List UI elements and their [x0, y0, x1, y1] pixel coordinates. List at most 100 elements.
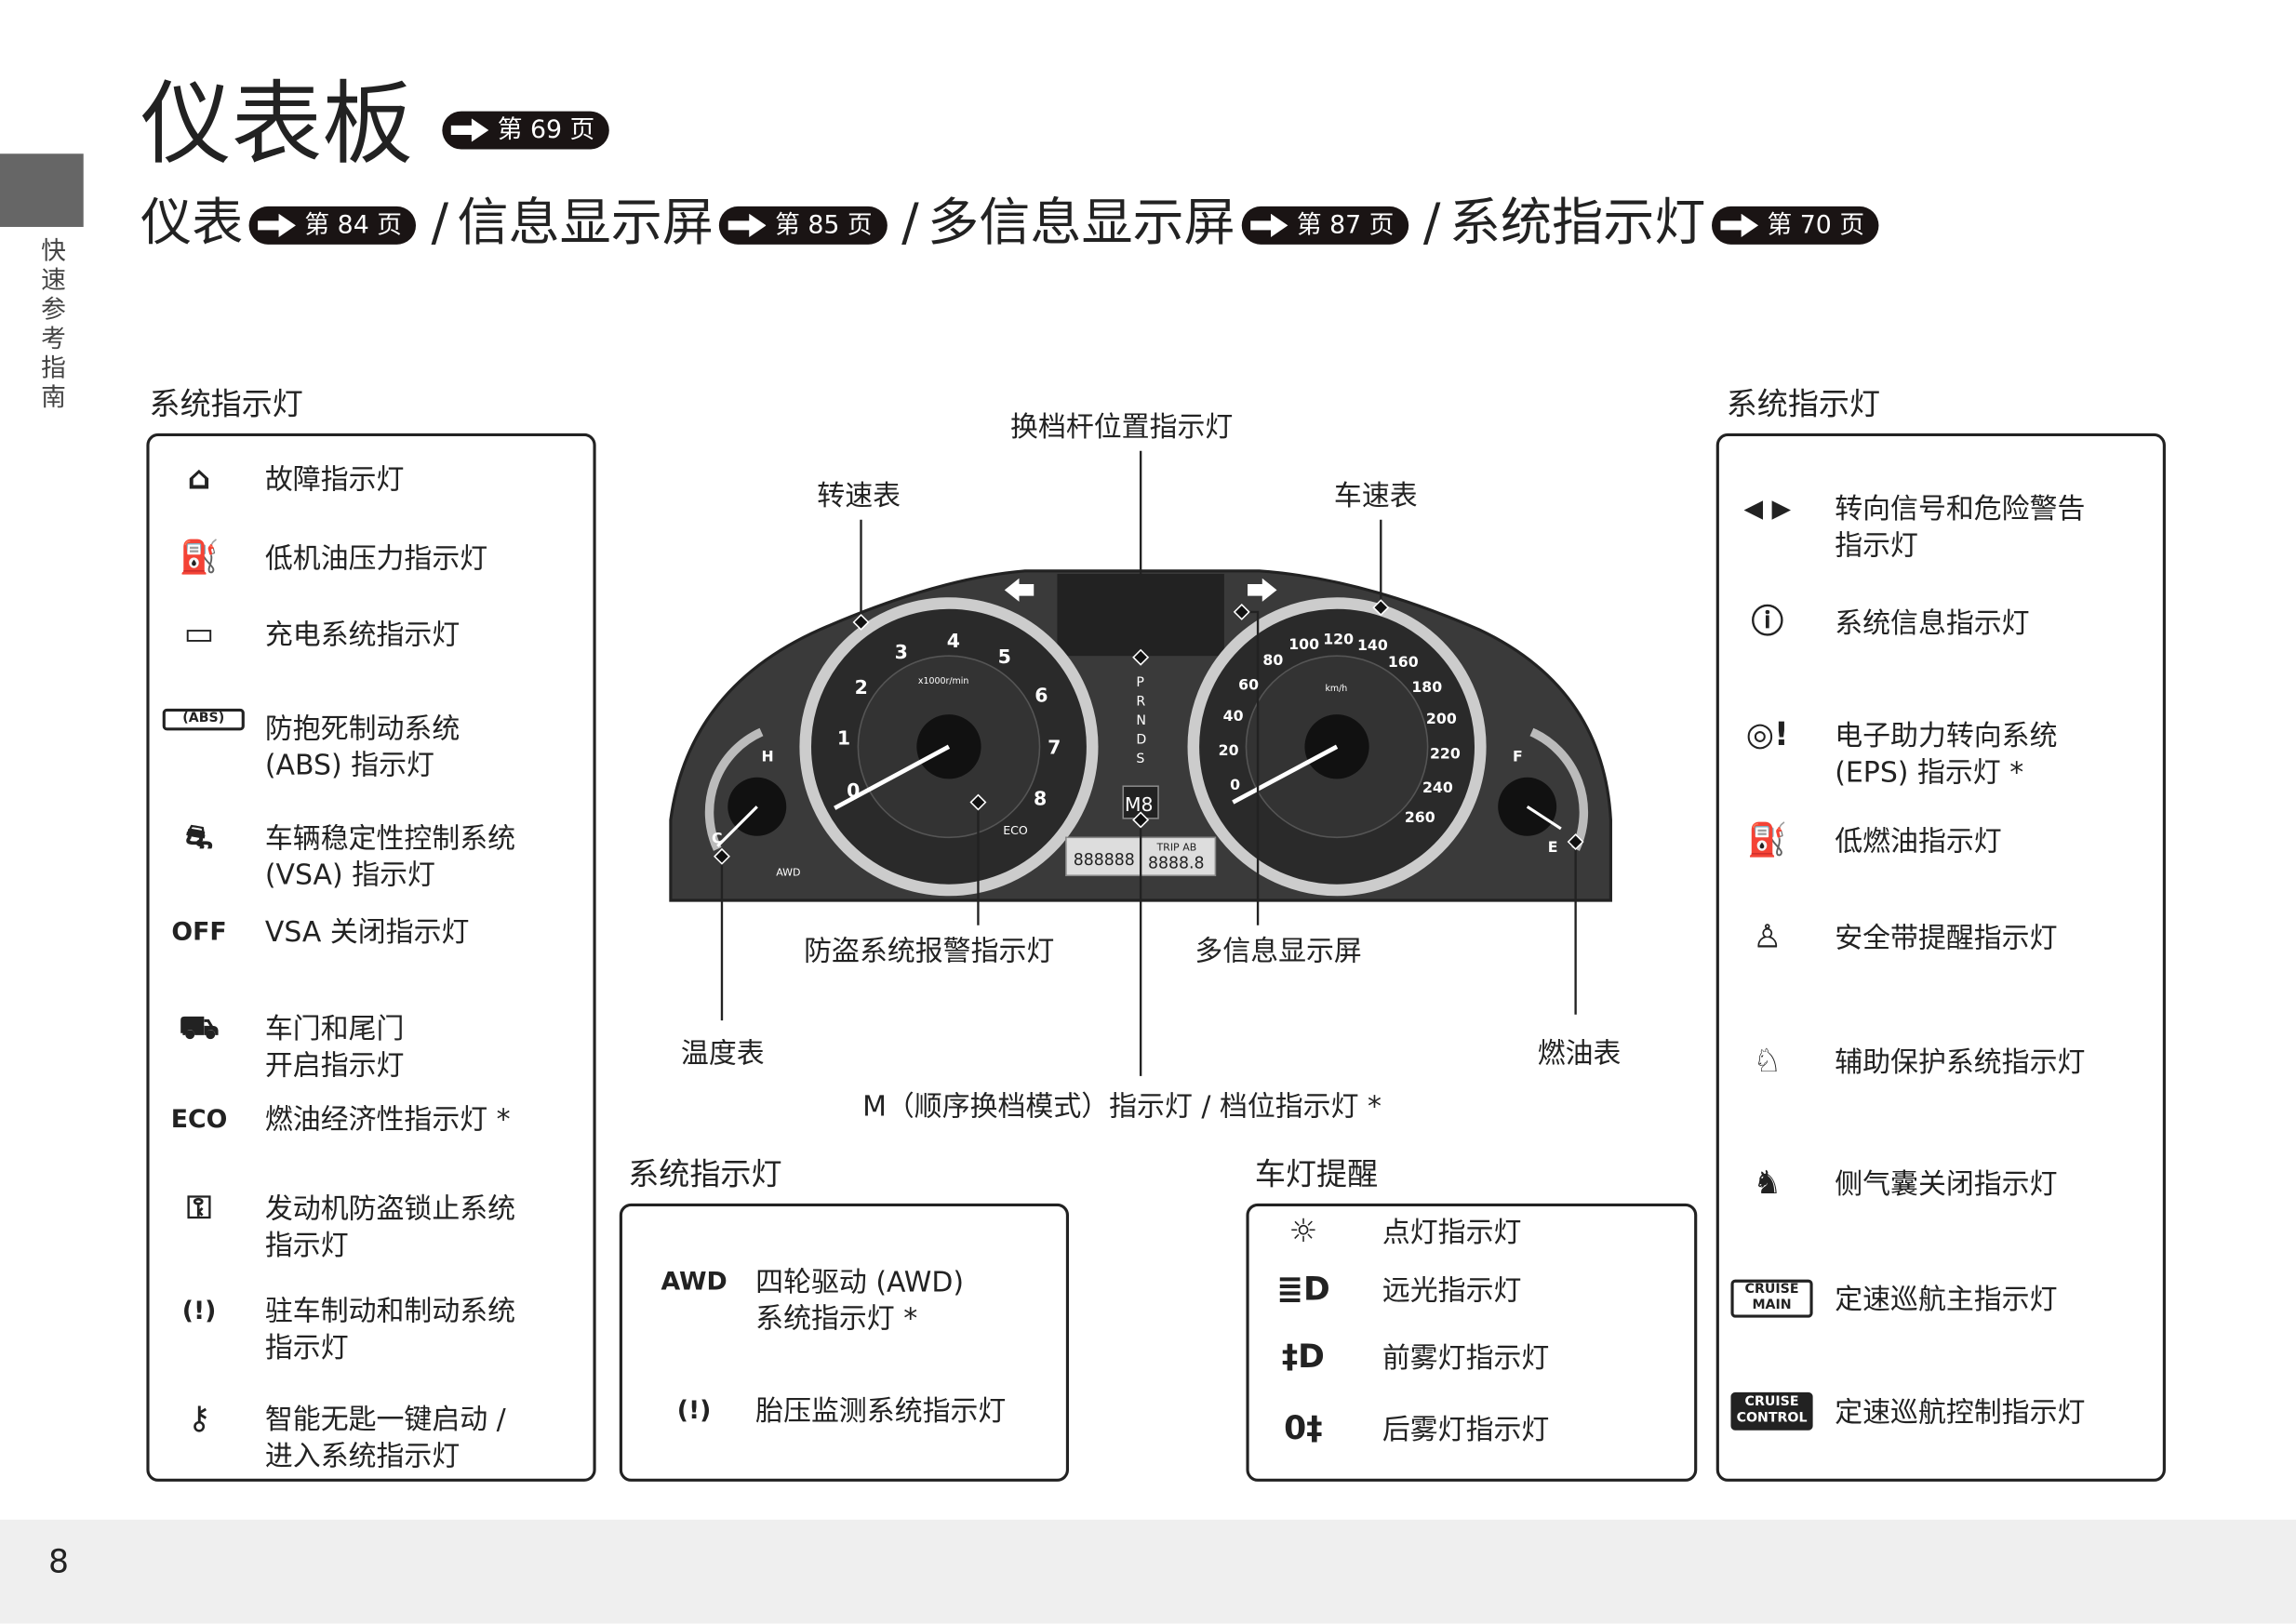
description-line: 低机油压力指示灯 [264, 542, 488, 576]
description-line: 燃油经济性指示灯 * [264, 1103, 511, 1137]
description-line: 系统信息指示灯 [1835, 607, 2030, 640]
srs-airbag-icon: ♘ [1753, 1044, 1782, 1081]
page-ref-link[interactable]: 第 84 页 [248, 206, 417, 245]
description-line: 四轮驱动 (AWD) [755, 1266, 965, 1299]
gear-display-value: M8 [1125, 793, 1154, 816]
description-line: 指示灯 [1835, 529, 1918, 563]
speed-number: 160 [1388, 653, 1419, 671]
battery-icon: ▭ [183, 616, 215, 654]
gauge-mark: C [712, 830, 723, 847]
side-airbag-off-icon: ♞ [1753, 1165, 1782, 1203]
info-icon: ⓘ [1751, 605, 1784, 642]
speed-number: 140 [1357, 636, 1388, 654]
subtitle-item: 仪表 [140, 194, 244, 254]
description-line: 发动机防盗锁止系统 [264, 1192, 516, 1226]
speedometer-dial [1187, 597, 1487, 897]
cruise-main-icon: CRUISE MAIN [1730, 1279, 1813, 1318]
awd-panel-heading: 系统指示灯 [628, 1156, 782, 1192]
eco-label: ECO [1003, 823, 1028, 837]
gear-letter: N [1136, 713, 1146, 728]
turn-right-arrow-icon [1248, 578, 1277, 602]
gauge-mark: F [1513, 747, 1523, 765]
high-beam-icon: ≣D [1275, 1271, 1330, 1310]
separator: / [1422, 194, 1441, 254]
indicator-description: VSA 关闭指示灯 [265, 915, 469, 952]
tach-number: 3 [895, 641, 908, 663]
page-ref-link[interactable]: 第 85 页 [719, 206, 888, 245]
lights-panel-heading: 车灯提醒 [1254, 1156, 1379, 1192]
rear-fog-icon: 0‡ [1284, 1411, 1323, 1448]
speed-number: 260 [1405, 808, 1435, 826]
description-line: (EPS) 指示灯 * [1835, 756, 2024, 790]
seatbelt-icon: ♙ [1753, 919, 1782, 956]
description-line: 指示灯 [264, 1230, 349, 1262]
trip-value: 8888.8 [1148, 854, 1205, 872]
description-line: 定速巡航控制指示灯 [1835, 1396, 2086, 1430]
left-panel-heading: 系统指示灯 [149, 386, 303, 422]
trip-label: TRIP AB [1155, 841, 1196, 853]
indicator-description: 安全带提醒指示灯 [1835, 921, 2057, 957]
callout-multi-info-display: 多信息显示屏 [1195, 935, 1362, 968]
subtitle-line: 仪表第 84 页/信息显示屏第 85 页/多信息显示屏第 87 页/系统指示灯第… [140, 191, 1885, 258]
turn-left-arrow-icon [1004, 578, 1035, 602]
page-ref-link[interactable]: 第 87 页 [1241, 206, 1409, 245]
page-ref-label: 第 85 页 [775, 210, 873, 241]
page-ref-label: 第 84 页 [304, 210, 403, 241]
indicator-description: 后雾灯指示灯 [1382, 1413, 1549, 1449]
page-ref-label: 第 70 页 [1767, 210, 1865, 241]
speed-number: 240 [1422, 779, 1453, 796]
door-open-icon: ⛟ [179, 1010, 220, 1047]
indicator-description: 定速巡航主指示灯 [1835, 1283, 2057, 1319]
callout-speedometer: 车速表 [1333, 480, 1418, 512]
callout-marker [1132, 648, 1150, 666]
page-ref-link[interactable]: 第 69 页 [441, 111, 610, 150]
vsa-icon: ⛐ [185, 819, 214, 857]
speed-number: 220 [1430, 744, 1461, 762]
tach-number: 6 [1035, 685, 1048, 707]
immobilizer-key-icon: ⚿ [186, 1190, 212, 1228]
gauge-mark: E [1548, 838, 1558, 856]
odometer-value: 888888 [1074, 851, 1135, 870]
speed-number: 120 [1323, 631, 1354, 648]
tach-number: 5 [998, 646, 1011, 668]
tach-number: 8 [1034, 788, 1047, 810]
indicator-description: 定速巡航控制指示灯 [1835, 1395, 2085, 1431]
indicator-description: 故障指示灯 [265, 462, 405, 499]
gear-letter: R [1136, 695, 1145, 710]
callout-marker [1372, 599, 1390, 617]
gear-letter: D [1136, 733, 1146, 748]
description-line: 进入系统指示灯 [264, 1440, 461, 1473]
indicator-description: 防抱死制动系统(ABS) 指示灯 [265, 712, 460, 785]
callout-marker [1132, 811, 1150, 829]
description-line: 故障指示灯 [264, 463, 405, 497]
speed-number: 80 [1262, 651, 1283, 669]
indicator-description: 胎压监测系统指示灯 [755, 1393, 1006, 1430]
indicator-description: 系统信息指示灯 [1835, 606, 2029, 643]
description-line: 开启指示灯 [264, 1049, 405, 1083]
callout-tachometer: 转速表 [817, 480, 901, 512]
speed-number: 60 [1238, 676, 1259, 694]
indicator-description: 车门和尾门开启指示灯 [265, 1012, 405, 1085]
turn-signal-icon: ◀ ▶ [1743, 495, 1792, 525]
description-line: (VSA) 指示灯 [264, 859, 435, 892]
indicator-description: 电子助力转向系统(EPS) 指示灯 * [1835, 719, 2057, 792]
tach-unit: x1000r/min [918, 676, 968, 686]
callout-fuel-gauge: 燃油表 [1537, 1037, 1622, 1071]
description-line: 驻车制动和制动系统 [264, 1295, 516, 1328]
callout-marker [969, 793, 987, 811]
tach-number: 2 [855, 676, 868, 699]
front-fog-icon: ‡D [1281, 1339, 1325, 1377]
tach-number: 1 [837, 726, 850, 749]
description-line: 车辆稳定性控制系统 [264, 822, 516, 856]
cruise-control-icon: CRUISE CONTROL [1730, 1391, 1813, 1431]
indicator-description: 转向信号和危险警告指示灯 [1835, 492, 2085, 566]
description-line: 指示灯 [264, 1332, 349, 1364]
description-line: 防抱死制动系统 [264, 712, 461, 746]
callout-marker [1233, 603, 1250, 620]
indicator-description: 燃油经济性指示灯 * [265, 1102, 511, 1138]
description-line: 安全带提醒指示灯 [1835, 922, 2058, 955]
page-ref-link[interactable]: 第 70 页 [1711, 206, 1879, 245]
tachometer-dial [799, 597, 1099, 897]
low-fuel-icon: ⛽ [1747, 822, 1788, 859]
indicator-description: 辅助保护系统指示灯 [1835, 1045, 2085, 1082]
